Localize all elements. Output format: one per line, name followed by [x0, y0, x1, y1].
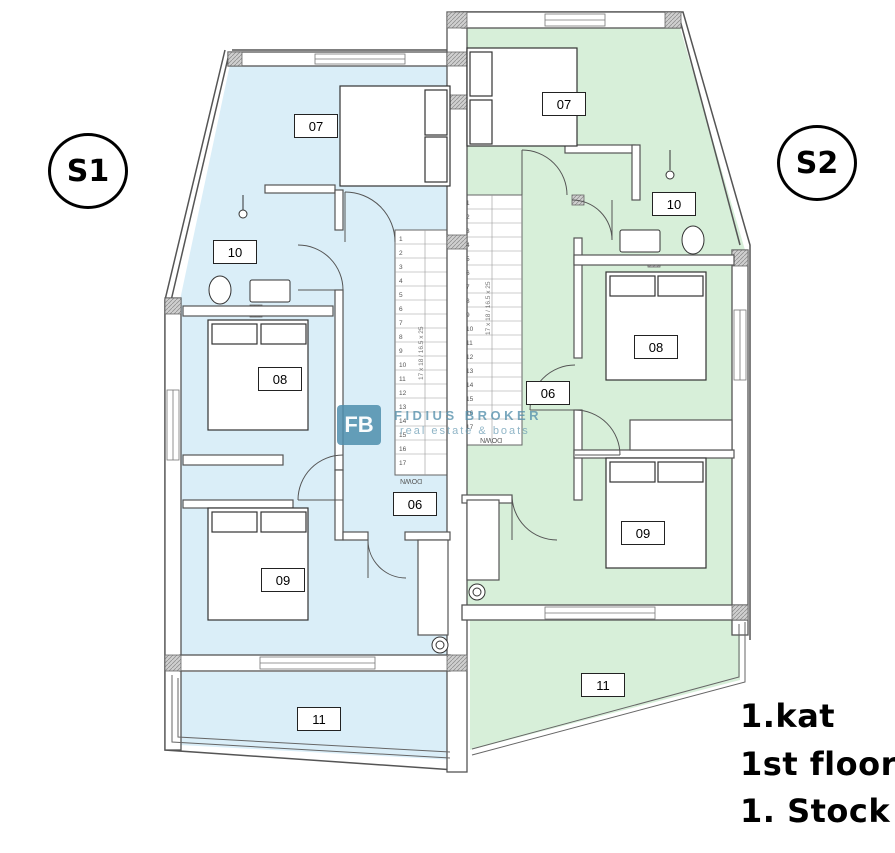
room-label-s1-10: 10 [213, 240, 257, 264]
stair-left-step-number: 17 [399, 460, 407, 467]
room-label-s1-09: 09 [261, 568, 305, 592]
stair-right-step-number: 3 [466, 228, 470, 235]
stair-left-step-number: 1 [399, 236, 403, 243]
stair-left-step-number: 7 [399, 320, 403, 327]
stair-right-step-number: 7 [466, 284, 470, 291]
s1-bed-09 [207, 507, 309, 621]
room-label-s2-10: 10 [652, 192, 696, 216]
room-label-s2-09: 09 [621, 521, 665, 545]
stair-right-step-number: 2 [466, 214, 470, 221]
room-label-s1-06: 06 [393, 492, 437, 516]
stair-right-step-number: 5 [466, 256, 470, 263]
stair-left-step-number: 2 [399, 250, 403, 257]
stair-right-step-number: 17 [466, 424, 474, 431]
watermark-logo: FB [337, 405, 381, 445]
stair-right-step-number: 1 [466, 200, 470, 207]
s2-bed-08 [605, 271, 707, 381]
s2-bed-09 [605, 457, 707, 569]
stair-right-step-number: 9 [466, 312, 470, 319]
stair-left-step-number: 12 [399, 390, 407, 397]
unit-marker-s2: S2 [777, 125, 857, 201]
stair-left-step-number: 4 [399, 278, 403, 285]
room-label-s1-11: 11 [297, 707, 341, 731]
stair-left-step-number: 15 [399, 432, 407, 439]
s1-bed-07 [339, 85, 451, 187]
stair-right-step-number: 8 [466, 298, 470, 305]
stair-left-step-number: 5 [399, 292, 403, 299]
stair-right-step-number: 12 [466, 354, 474, 361]
stair-left-dimension: 17 x 18 / 16.5 x 25 [418, 326, 425, 380]
stair-right-dimension: 17 x 18 / 16.5 x 25 [485, 281, 492, 335]
stair-left-step-number: 6 [399, 306, 403, 313]
stair-right-step-number: 6 [466, 270, 470, 277]
unit-marker-s1: S1 [48, 133, 128, 209]
stair-left-step-number: 9 [399, 348, 403, 355]
stair-left-step-number: 10 [399, 362, 407, 369]
stair-left-step-number: 16 [399, 446, 407, 453]
room-label-s1-08: 08 [258, 367, 302, 391]
stair-left-step-number: 13 [399, 404, 407, 411]
stair-left-step-number: 8 [399, 334, 403, 341]
stair-left-step-number: 14 [399, 418, 407, 425]
stair-left-down-label: DOWN [400, 477, 423, 484]
stair-right-step-number: 11 [466, 340, 473, 347]
stair-right-step-number: 14 [466, 382, 474, 389]
stair-right-step-number: 15 [466, 396, 474, 403]
stair-right-step-number: 13 [466, 368, 474, 375]
s2-toilet [681, 225, 705, 255]
s1-sink [249, 279, 291, 303]
watermark-name: FIDIUS BROKER [394, 408, 543, 423]
floor-caption-hr: 1.kat [740, 697, 836, 735]
room-label-s2-07: 07 [542, 92, 586, 116]
room-label-s2-11: 11 [581, 673, 625, 697]
stair-right-step-number: 10 [466, 326, 474, 333]
stair-right-step-number: 4 [466, 242, 470, 249]
room-label-s2-08: 08 [634, 335, 678, 359]
s2-sink [619, 229, 661, 253]
room-label-s2-06: 06 [526, 381, 570, 405]
stair-left-step-number: 11 [399, 376, 406, 383]
stair-left-step-number: 3 [399, 264, 403, 271]
room-label-s1-07: 07 [294, 114, 338, 138]
s1-toilet [208, 275, 232, 305]
watermark-tagline: real estate & boats [400, 425, 530, 437]
stair-right-step-number: 16 [466, 410, 474, 417]
floor-caption-en: 1st floor [740, 745, 895, 783]
floor-caption-de: 1. Stock [740, 792, 891, 830]
stair-right-down-label: DOWN [480, 436, 503, 443]
